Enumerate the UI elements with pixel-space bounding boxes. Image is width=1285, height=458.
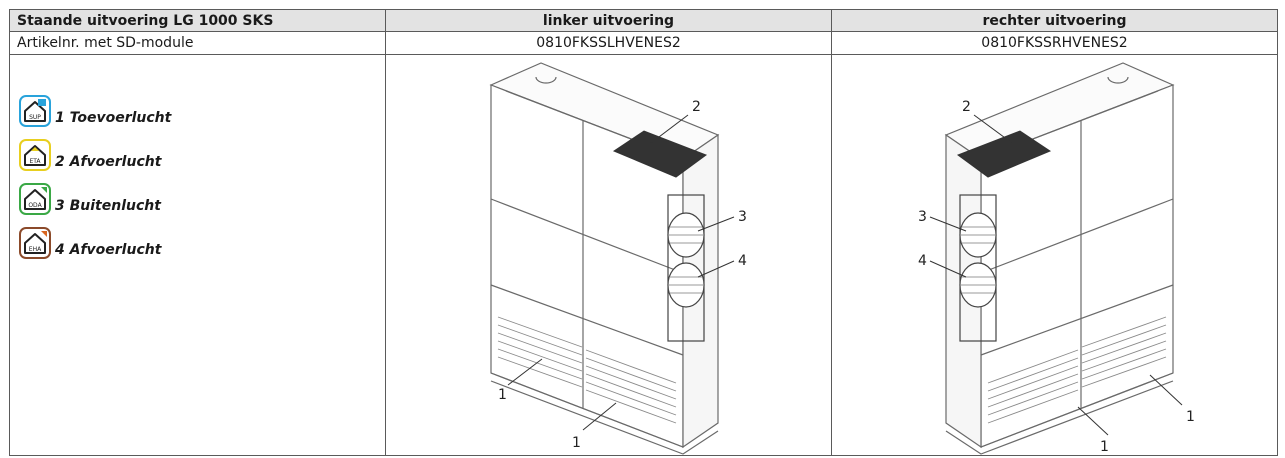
header-left-version: linker uitvoering	[385, 9, 832, 32]
callout-4: 4	[738, 253, 747, 269]
header-right-version: rechter uitvoering	[831, 9, 1278, 32]
figure-row: SUP 1 Toevoerlucht ETA 2 Afvoerlucht	[9, 54, 1278, 456]
svg-text:EHA: EHA	[29, 246, 42, 253]
article-row: Artikelnr. met SD-module 0810FKSSLHVENES…	[9, 31, 1278, 55]
right-version-drawing-cell: 2 3 4 1 1	[831, 54, 1278, 456]
svg-text:ETA: ETA	[29, 158, 41, 165]
legend-label: 4 Afvoerlucht	[55, 242, 162, 258]
article-number-left: 0810FKSSLHVENES2	[385, 31, 832, 55]
callout-3: 3	[918, 209, 927, 225]
header-model: Staande uitvoering LG 1000 SKS	[9, 9, 386, 32]
callout-2: 2	[962, 99, 971, 115]
article-number-right: 0810FKSSRHVENES2	[831, 31, 1278, 55]
legend-label: 3 Buitenlucht	[55, 198, 161, 214]
supply-air-icon: SUP	[19, 95, 51, 127]
extract-air-icon: EHA	[19, 227, 51, 259]
left-version-drawing-cell: 2 3 4 1 1	[385, 54, 832, 456]
legend-label: 2 Afvoerlucht	[55, 154, 162, 170]
callout-1: 1	[1100, 439, 1109, 455]
callout-1: 1	[498, 387, 507, 403]
left-unit-illustration: 2 3 4 1 1	[489, 62, 747, 455]
right-version-drawing: 2 3 4 1 1	[832, 55, 1277, 455]
right-unit-illustration: 2 3 4 1 1	[918, 62, 1195, 455]
left-version-drawing: 2 3 4 1 1	[386, 55, 831, 455]
legend-item-extract: EHA 4 Afvoerlucht	[19, 227, 161, 259]
callout-3: 3	[738, 209, 747, 225]
svg-text:ODA: ODA	[28, 202, 42, 209]
callout-2: 2	[692, 99, 701, 115]
article-label: Artikelnr. met SD-module	[9, 31, 386, 55]
legend-item-supply: SUP 1 Toevoerlucht	[19, 95, 171, 127]
exhaust-air-icon: ETA	[19, 139, 51, 171]
spec-table: Staande uitvoering LG 1000 SKS linker ui…	[9, 9, 1278, 456]
legend-item-exhaust: ETA 2 Afvoerlucht	[19, 139, 161, 171]
callout-1: 1	[1186, 409, 1195, 425]
legend-item-outdoor: ODA 3 Buitenlucht	[19, 183, 161, 215]
table-header-row: Staande uitvoering LG 1000 SKS linker ui…	[9, 9, 1278, 32]
outdoor-air-icon: ODA	[19, 183, 51, 215]
air-legend: SUP 1 Toevoerlucht ETA 2 Afvoerlucht	[10, 55, 385, 455]
callout-4: 4	[918, 253, 927, 269]
legend-label: 1 Toevoerlucht	[55, 110, 172, 126]
legend-cell: SUP 1 Toevoerlucht ETA 2 Afvoerlucht	[9, 54, 386, 456]
callout-1: 1	[572, 435, 581, 451]
svg-text:SUP: SUP	[29, 114, 41, 121]
